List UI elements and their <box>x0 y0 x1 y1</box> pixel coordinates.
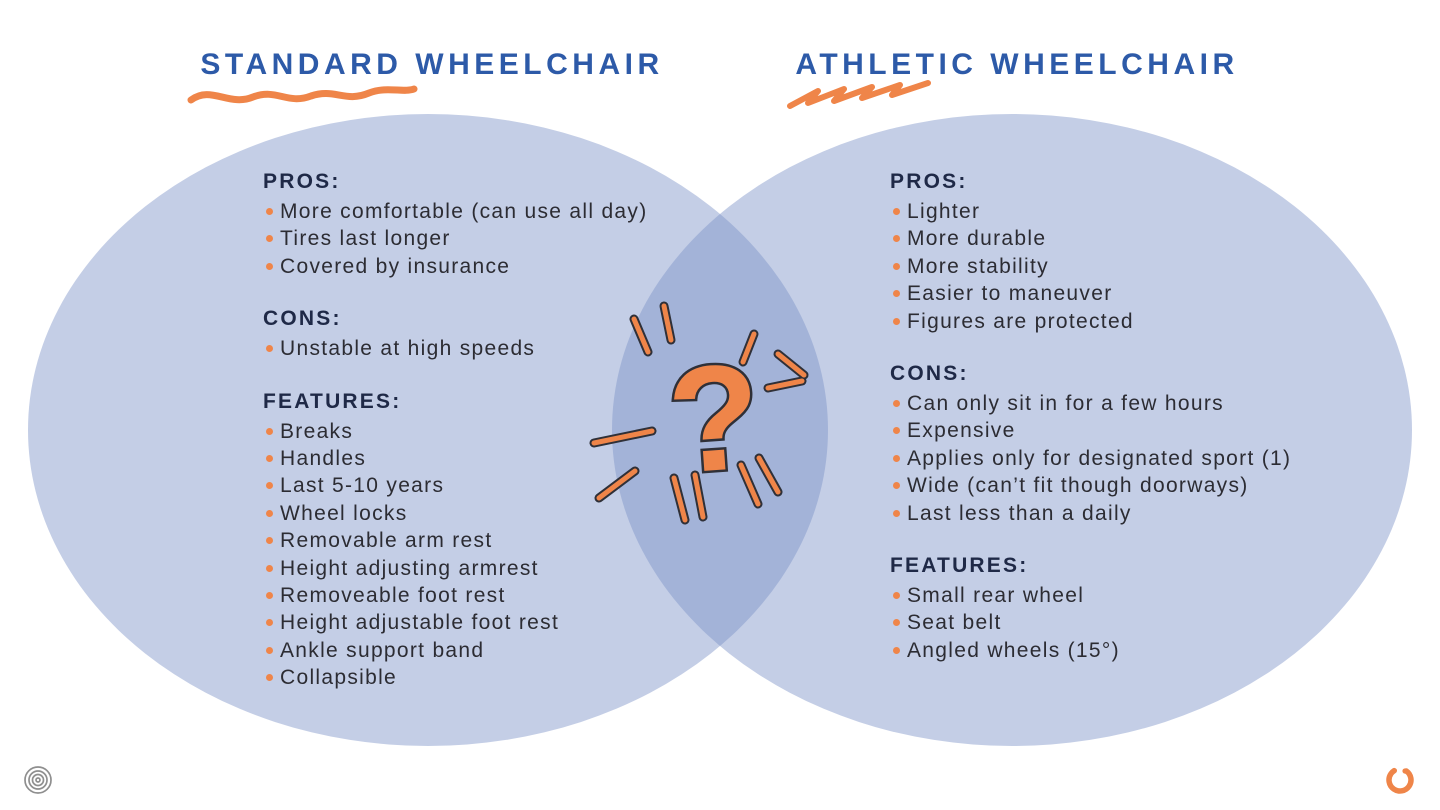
left-pros-list: More comfortable (can use all day)Tires … <box>263 198 903 280</box>
question-mark-icon: ? <box>589 301 809 525</box>
swirl-logo-icon <box>1386 766 1414 794</box>
list-item: Easier to maneuver <box>893 280 1440 307</box>
emphasis-rays <box>589 301 809 525</box>
list-item: Ankle support band <box>266 637 903 664</box>
list-item: Lighter <box>893 198 1440 225</box>
list-item: Handles <box>266 445 903 472</box>
list-item: Seat belt <box>893 609 1440 636</box>
right-venn-circle <box>612 114 1412 746</box>
list-item: Wheel locks <box>266 500 903 527</box>
list-item: Collapsible <box>266 664 903 691</box>
section-heading: PROS: <box>890 170 968 193</box>
section-heading: FEATURES: <box>263 389 402 413</box>
list-item: Angled wheels (15°) <box>893 637 1440 664</box>
question-mark-glyph: ? <box>663 331 766 505</box>
section-heading: PROS: <box>263 170 341 193</box>
right-title: ATHLETIC WHEELCHAIR <box>795 48 1239 81</box>
zigzag-underline-icon <box>787 80 931 109</box>
spiral-logo-icon <box>24 766 52 794</box>
left-cons-list: Unstable at high speeds <box>263 335 903 362</box>
section-heading: FEATURES: <box>890 554 1029 578</box>
list-item: Figures are protected <box>893 308 1440 335</box>
list-item: Breaks <box>266 418 903 445</box>
list-item: Unstable at high speeds <box>266 335 903 362</box>
list-item: Applies only for designated sport (1) <box>893 445 1440 472</box>
list-item: Last 5-10 years <box>266 472 903 499</box>
list-item: Tires last longer <box>266 225 903 252</box>
list-item: More stability <box>893 253 1440 280</box>
section-heading: CONS: <box>890 362 969 386</box>
list-item: Height adjustable foot rest <box>266 609 903 636</box>
list-item: Expensive <box>893 417 1440 444</box>
left-pros-section: PROS: More comfortable (can use all day)… <box>263 170 903 280</box>
section-heading: CONS: <box>263 307 342 331</box>
list-item: Can only sit in for a few hours <box>893 390 1440 417</box>
list-item: Small rear wheel <box>893 582 1440 609</box>
wavy-underline-icon <box>187 85 418 104</box>
list-item: Removeable foot rest <box>266 582 903 609</box>
list-item: Wide (can’t fit though doorways) <box>893 472 1440 499</box>
left-title: STANDARD WHEELCHAIR <box>200 48 664 81</box>
list-item: Last less than a daily <box>893 500 1440 527</box>
list-item: More durable <box>893 225 1440 252</box>
left-circle-content: PROS: More comfortable (can use all day)… <box>263 170 903 719</box>
list-item: More comfortable (can use all day) <box>266 198 903 225</box>
list-item: Height adjusting armrest <box>266 555 903 582</box>
list-item: Covered by insurance <box>266 253 903 280</box>
left-cons-section: CONS: Unstable at high speeds <box>263 307 903 362</box>
left-venn-circle <box>28 114 828 746</box>
list-item: Removable arm rest <box>266 527 903 554</box>
